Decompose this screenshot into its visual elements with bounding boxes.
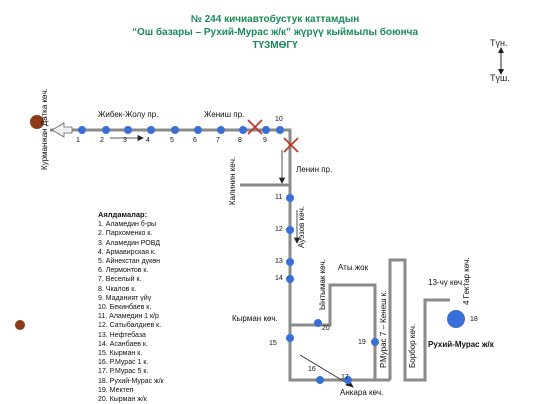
legend-item: 2. Пархоменко к.: [98, 230, 153, 238]
legend-item: 4. Армавирская к.: [98, 248, 156, 256]
street-zhenish: Жениш пр.: [204, 110, 245, 119]
stop-4: [147, 126, 155, 134]
legend-heading: Аялдамалар:: [98, 210, 148, 219]
direction-arrows: [110, 134, 354, 388]
stop-15: [286, 334, 294, 342]
street-lenin: Ленин пр.: [296, 165, 333, 174]
stop-2: [102, 126, 110, 134]
start-arrow-icon: [51, 122, 73, 138]
stop-7: [217, 126, 225, 134]
compass-south-label: Түш.: [490, 73, 510, 83]
stop-13: [286, 258, 294, 266]
legend-item: 17. Р.Мурас 5 к.: [98, 368, 149, 376]
stop-number-11: 11: [275, 194, 283, 201]
stop-18: [447, 310, 465, 328]
street-aty-zhok: Аты жок: [338, 263, 369, 272]
legend-item: 14. Асанбаев к.: [98, 340, 148, 348]
stop-number-14: 14: [275, 275, 283, 282]
street-ankara: Анкара көч.: [340, 388, 384, 397]
legend-item: 12. Сатыбалдиев к.: [98, 322, 162, 330]
compass-arrow-icon: [498, 47, 504, 75]
legend-item: 11. Аламедин 1 к/р: [98, 313, 159, 321]
legend-item: 7. Веселый к.: [98, 276, 142, 284]
stop-number-10: 10: [275, 116, 283, 123]
legend-item: 9. Маданият үйү: [98, 294, 152, 302]
stop-8: [239, 126, 247, 134]
street-kalinin: Калинин көч.: [228, 156, 237, 205]
stop-11: [286, 194, 294, 202]
legend-item: 6. Лермонтов к.: [98, 267, 149, 275]
stop-number-4: 4: [146, 137, 150, 144]
stop-1: [78, 126, 86, 134]
road-closed-icon: [247, 119, 299, 153]
stop-number-2: 2: [100, 137, 104, 144]
stop-number-13: 13: [275, 258, 283, 265]
stop-number-20: 20: [322, 325, 330, 332]
stop-3: [124, 126, 132, 134]
stop-20: [314, 319, 322, 327]
map-title-line3: ТҮЗМӨГҮ: [252, 40, 298, 51]
stop-number-19: 19: [358, 339, 366, 346]
stop-number-8: 8: [238, 137, 242, 144]
stop-number-3: 3: [123, 137, 127, 144]
stop-16: [316, 376, 324, 384]
street-yntymak: Ынтымак көч.: [318, 259, 327, 310]
street-r-muras-kenesh: Р.Мурас 7 – Кенеш к.: [379, 290, 388, 368]
legend-item: 5. Айнекстан дүкөн: [98, 258, 160, 266]
stop-number-16: 16: [308, 366, 316, 373]
stop-number-5: 5: [170, 137, 174, 144]
stop-number-12: 12: [275, 226, 283, 233]
stop-number-9: 9: [263, 137, 267, 144]
legend-item: 19. Мектеп: [98, 386, 134, 394]
map-title-line2: “Ош базары – Рухий-Мурас ж/к” жүрүү кыйм…: [131, 27, 419, 38]
stop-6: [194, 126, 202, 134]
legend-item: 8. Чкалов к.: [98, 285, 137, 293]
stop-14: [286, 275, 294, 283]
stop-number-6: 6: [193, 137, 197, 144]
bus-stops: [78, 126, 465, 384]
compass-north-label: Түн.: [490, 38, 508, 48]
map-title-line1: № 244 кичиавтобустук каттамдын: [190, 14, 360, 25]
stop-17: [344, 376, 352, 384]
stop-19: [371, 338, 379, 346]
stop-10: [276, 126, 284, 134]
stop-number-15: 15: [269, 340, 277, 347]
destination-ruhiy-muras: Рухий-Мурас ж/к: [428, 340, 494, 349]
legend-item: 10. Бекинбаев к.: [98, 304, 152, 312]
stop-number-1: 1: [76, 137, 80, 144]
stop-9: [262, 126, 270, 134]
stop-number-18: 18: [470, 316, 478, 323]
street-kurmanzhan-datka: Курманжан Датка көч.: [40, 88, 49, 170]
legend-item: 1. Аламедин б-ры: [98, 221, 157, 229]
street-auezov: Ауэзов көч.: [297, 206, 306, 248]
stops-legend: Аялдамалар: 1. Аламедин б-ры 2. Пархомен…: [98, 210, 164, 404]
street-zhibek-zholu: Жибек-Жолу пр.: [98, 110, 159, 119]
street-4-gektar: 4 Гектар көч.: [462, 257, 471, 305]
street-borbor: Борбор көч.: [408, 323, 417, 368]
legend-item: 16. Р.Мурас 1 к.: [98, 359, 149, 367]
stop-number-17: 17: [341, 374, 349, 381]
terminal-mark-icon: [15, 320, 25, 330]
legend-item: 13. Нефтебаза: [98, 331, 146, 339]
stop-number-7: 7: [216, 137, 220, 144]
legend-item: 18. Рухий-Мурас ж/к: [98, 377, 164, 385]
legend-item: 15. Кырман к.: [98, 350, 143, 358]
terminal-start-icon: [30, 115, 44, 129]
street-kyrman: Кырман көч.: [232, 314, 278, 323]
stop-12: [286, 226, 294, 234]
legend-item: 3. Аламедин РОВД: [98, 239, 161, 247]
stop-5: [171, 126, 179, 134]
street-13: 13-чү көч.: [428, 278, 465, 287]
